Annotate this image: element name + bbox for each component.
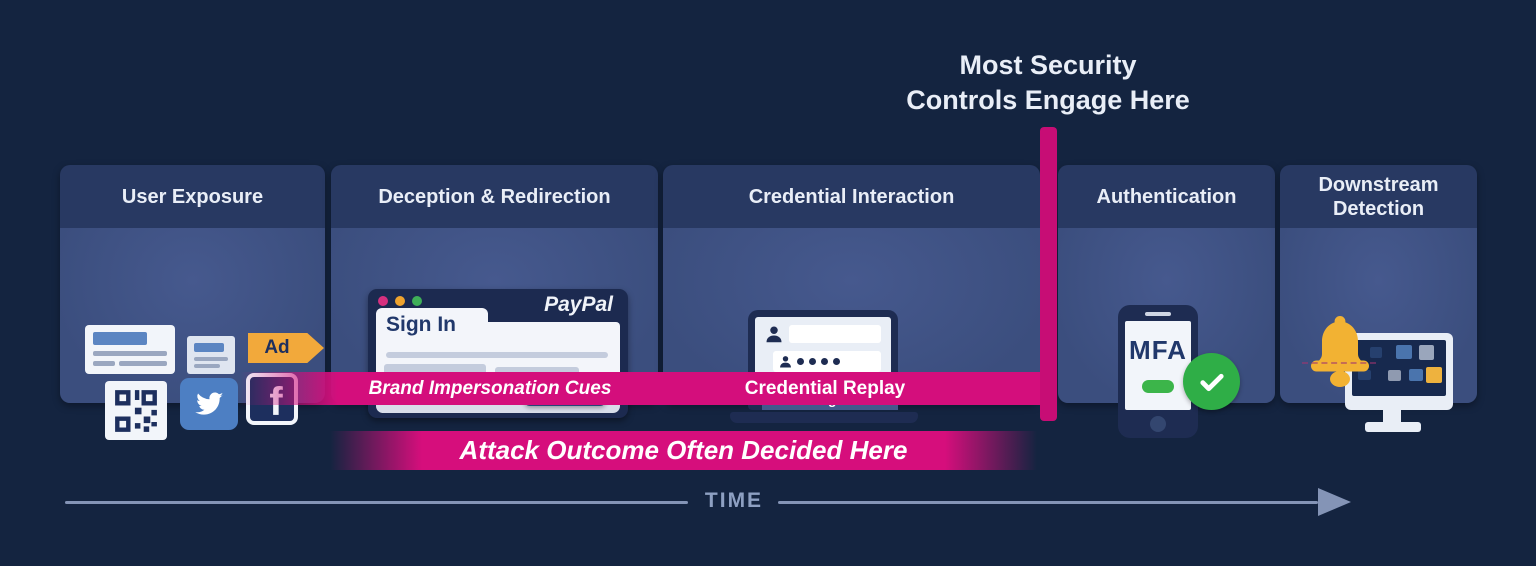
screen-tile (1358, 370, 1371, 380)
panel-title: Credential Interaction (748, 185, 955, 208)
stage-panel-deception-redirection: Deception & Redirection PayPal Sign In S… (331, 165, 658, 418)
screen-tile (1370, 347, 1382, 358)
stage-panel-user-exposure: User Exposure Ad (60, 165, 325, 440)
password-dot (833, 358, 840, 365)
check-icon (1199, 373, 1224, 391)
credential-replay-label: Credential Replay (744, 377, 906, 399)
time-axis-right-segment (778, 501, 1318, 504)
phone-screen: MFA (1125, 321, 1191, 410)
laptop-screen: Login (755, 317, 898, 410)
window-dot-close (378, 296, 388, 306)
attack-outcome-banner: Attack Outcome Often Decided Here (330, 431, 1037, 470)
screen-tile (1388, 370, 1401, 381)
screen-tile (1419, 345, 1434, 360)
panel-header: Deception & Redirection (331, 165, 658, 228)
brand-impersonation-label: Brand Impersonation Cues (368, 377, 612, 399)
alert-bell-icon (1311, 316, 1369, 387)
window-dot-maximize (412, 296, 422, 306)
user-icon-small (780, 356, 791, 368)
monitor-stand (1383, 410, 1401, 423)
username-field (789, 325, 881, 343)
check-badge-icon (1183, 353, 1240, 410)
email-message-icon (85, 325, 175, 374)
laptop-base (730, 412, 918, 423)
panel-title: Authentication (1096, 185, 1237, 208)
attack-outcome-label: Attack Outcome Often Decided Here (459, 435, 908, 465)
sms-message-icon (187, 336, 235, 374)
security-controls-marker-line (1040, 127, 1057, 421)
time-arrowhead-icon (1318, 488, 1351, 516)
input-line-short (495, 367, 579, 375)
time-axis-left-segment (65, 501, 688, 504)
stage-panel-credential-interaction: Credential Interaction (663, 165, 1040, 423)
panel-title: Deception & Redirection (378, 185, 611, 208)
screen-tile (1396, 345, 1412, 359)
panel-body (1280, 228, 1477, 432)
stage-panel-downstream-detection: Downstream Detection (1280, 165, 1477, 432)
monitor-base (1365, 422, 1421, 432)
phone-home-button (1150, 416, 1166, 432)
panel-header: Credential Interaction (663, 165, 1040, 228)
ad-label: Ad (264, 337, 290, 358)
password-field (773, 351, 881, 372)
panel-header: Downstream Detection (1280, 165, 1477, 228)
screen-tile (1409, 369, 1423, 381)
password-dot (821, 358, 828, 365)
window-dot-minimize (395, 296, 405, 306)
signin-heading: Sign In (386, 313, 456, 336)
mfa-code-pill (1142, 380, 1174, 393)
input-line (386, 352, 608, 358)
annotation-line-2: Controls Engage Here (906, 85, 1190, 115)
panel-body: MFA (1058, 228, 1275, 438)
annotation-line-1: Most Security (959, 50, 1137, 80)
panel-title: Downstream Detection (1318, 173, 1439, 220)
password-dot (797, 358, 804, 365)
phone-speaker (1145, 312, 1171, 316)
technique-band: Brand Impersonation Cues Credential Repl… (240, 372, 1057, 405)
panel-header: User Exposure (60, 165, 325, 228)
twitter-icon (180, 378, 238, 430)
qr-code-icon (105, 381, 167, 440)
panel-title: User Exposure (121, 185, 264, 208)
security-controls-annotation: Most Security Controls Engage Here (868, 48, 1228, 118)
time-label: TIME (704, 489, 764, 512)
bell-dashed-line (1302, 362, 1376, 364)
stage-panel-authentication: Authentication MFA (1058, 165, 1275, 438)
mfa-phone-icon: MFA (1118, 305, 1198, 438)
mfa-label: MFA (1129, 335, 1187, 365)
screen-tile (1426, 367, 1442, 383)
malicious-ad-icon: Ad (248, 333, 324, 363)
password-dot (809, 358, 816, 365)
user-icon (766, 326, 782, 343)
panel-body: Ad (60, 228, 325, 440)
panel-header: Authentication (1058, 165, 1275, 228)
paypal-logo: PayPal (544, 293, 613, 316)
